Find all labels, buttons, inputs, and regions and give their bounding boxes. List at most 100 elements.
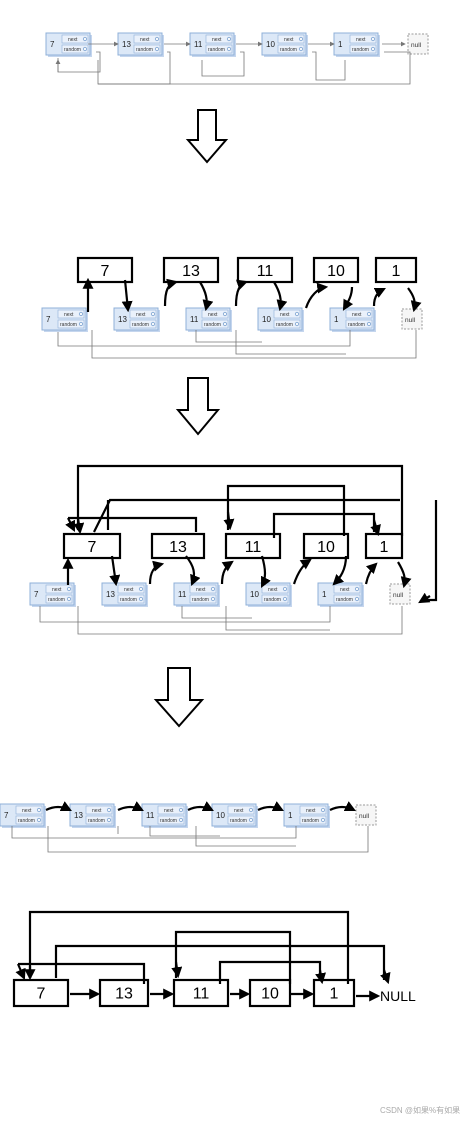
- node-random-label: random: [60, 322, 77, 328]
- node-random-label: random: [302, 818, 319, 824]
- node-next-label: next: [64, 312, 74, 318]
- copy-node-1: 1: [364, 532, 404, 560]
- node-random-field: [61, 44, 89, 54]
- node-random-label: random: [64, 47, 81, 53]
- random-pointer-dot: [210, 596, 216, 602]
- null-label: null: [411, 42, 422, 49]
- copy-node-box: [236, 256, 294, 284]
- node-value: 13: [118, 315, 127, 324]
- node-random-field: [273, 319, 301, 329]
- copy-node-box: [374, 256, 418, 284]
- node-value: 1: [338, 40, 343, 49]
- node-random-label: random: [88, 818, 105, 824]
- next-pointer-dot: [226, 36, 232, 42]
- node-random-field: [261, 594, 289, 604]
- random-pointer-dot: [82, 46, 88, 52]
- copy-node-10: 10: [302, 532, 350, 560]
- node-random-label: random: [132, 322, 149, 328]
- random-pointer-dot: [226, 46, 232, 52]
- copy-node-box: [224, 532, 282, 560]
- copy-node-7: 7: [62, 532, 122, 560]
- node-random-label: random: [264, 597, 281, 603]
- node-value: 13: [74, 811, 83, 820]
- random-pointer-dot: [154, 46, 160, 52]
- random-pointer-dot: [150, 321, 156, 327]
- copy-node-box: [98, 978, 150, 1008]
- next-pointer-dot: [298, 36, 304, 42]
- node-next-label: next: [352, 312, 362, 318]
- node-next-label: next: [280, 312, 290, 318]
- list-node-13: 13 next random: [113, 307, 160, 332]
- null-label: null: [393, 592, 404, 599]
- copy-node-box: [162, 256, 220, 284]
- null-box: [407, 33, 429, 55]
- node-next-label: next: [124, 587, 134, 593]
- random-pointer-dot: [370, 46, 376, 52]
- copy-node-13: 13: [98, 978, 150, 1008]
- random-pointer-dot: [178, 817, 184, 823]
- node-random-field: [15, 815, 43, 825]
- next-pointer-dot: [138, 586, 144, 592]
- copy-node-box: [62, 532, 122, 560]
- watermark: CSDN @如果%有如果: [380, 1105, 460, 1115]
- next-pointer-dot: [106, 807, 112, 813]
- random-pointer-dot: [66, 596, 72, 602]
- random-pointer-dot: [222, 321, 228, 327]
- node-next-field: [117, 584, 145, 594]
- random-pointer-dot: [294, 321, 300, 327]
- node-next-label: next: [284, 37, 294, 43]
- null-box: [389, 583, 411, 605]
- node-value: 10: [262, 315, 271, 324]
- node-next-field: [333, 584, 361, 594]
- copy-node-11: 11: [236, 256, 294, 284]
- copy-node-value: 13: [169, 539, 187, 556]
- node-next-field: [157, 805, 185, 815]
- node-random-label: random: [348, 322, 365, 328]
- copy-node-1: 1: [374, 256, 418, 284]
- node-random-label: random: [276, 322, 293, 328]
- node-next-field: [349, 34, 377, 44]
- node-next-label: next: [268, 587, 278, 593]
- node-value: 1: [288, 811, 293, 820]
- node-random-field: [205, 44, 233, 54]
- node-next-field: [189, 584, 217, 594]
- node-random-field: [333, 594, 361, 604]
- random-pointer-dot: [298, 46, 304, 52]
- node-value: 10: [216, 811, 225, 820]
- down-arrow-2: [175, 377, 221, 436]
- node-random-field: [349, 44, 377, 54]
- node-random-field: [57, 319, 85, 329]
- node-value: 13: [122, 40, 131, 49]
- copy-node-value: 1: [380, 539, 389, 556]
- copy-node-value: 10: [327, 263, 345, 280]
- next-pointer-dot: [210, 586, 216, 592]
- node-next-label: next: [208, 312, 218, 318]
- node-next-label: next: [92, 808, 102, 814]
- node-next-label: next: [164, 808, 174, 814]
- next-pointer-dot: [354, 586, 360, 592]
- list-node-1: 1 next random: [333, 32, 380, 57]
- null-node: null: [355, 804, 377, 826]
- next-pointer-dot: [370, 36, 376, 42]
- random-pointer-dot: [248, 817, 254, 823]
- copy-node-value: 10: [261, 985, 279, 1002]
- node-random-label: random: [352, 47, 369, 53]
- node-next-field: [277, 34, 305, 44]
- node-next-field: [45, 584, 73, 594]
- next-pointer-dot: [150, 311, 156, 317]
- node-next-label: next: [356, 37, 366, 43]
- next-pointer-dot: [178, 807, 184, 813]
- node-next-label: next: [136, 312, 146, 318]
- copy-node-value: 1: [392, 263, 401, 280]
- next-pointer-dot: [154, 36, 160, 42]
- next-pointer-dot: [36, 807, 42, 813]
- node-next-label: next: [212, 37, 222, 43]
- node-random-label: random: [120, 597, 137, 603]
